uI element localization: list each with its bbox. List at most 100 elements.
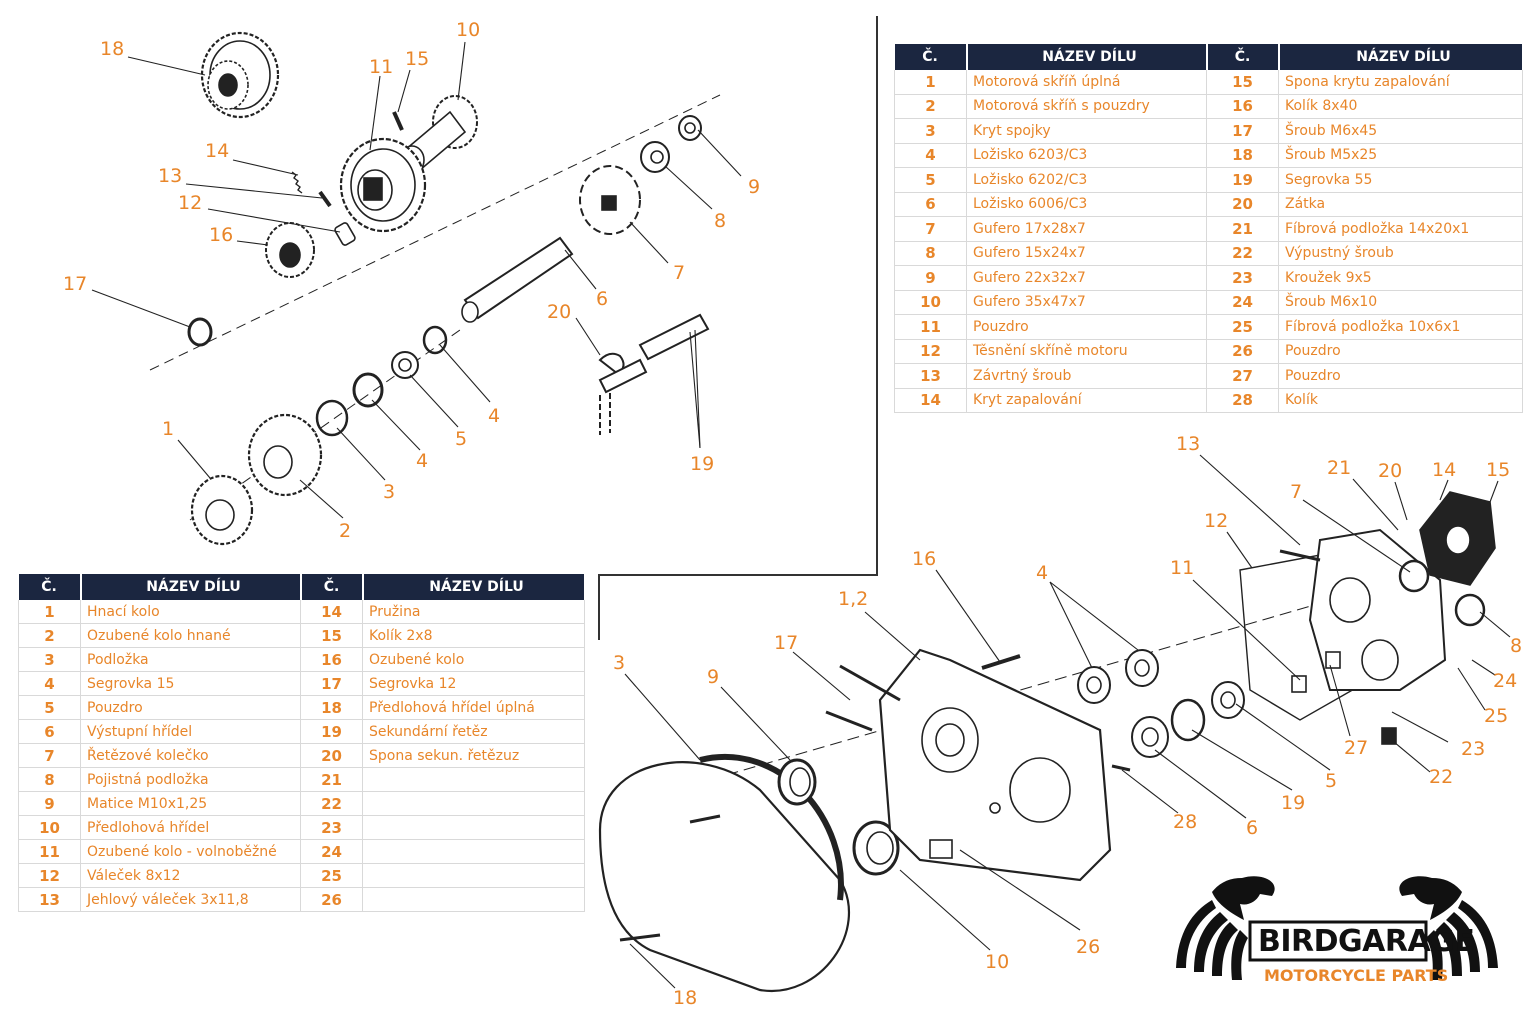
part-number: 11 [894,314,967,340]
callout-gearbox-8: 8 [714,210,726,232]
part-number: 15 [1206,70,1279,95]
part-name: Segrovka 55 [1278,167,1523,193]
part-number: 3 [894,118,967,144]
callout-gearbox-11: 11 [369,56,393,78]
ignition-cover-14-drawing [1419,491,1496,586]
part-number: 8 [18,767,81,792]
callout-gearbox-18: 18 [100,38,124,60]
part-name: Gufero 17x28x7 [966,216,1207,242]
part-name: Pouzdro [966,314,1207,340]
part-number: 10 [894,290,967,315]
logo-subtitle: MOTORCYCLE PARTS [1264,966,1449,985]
logo-title: BIRDGARAGE [1258,924,1475,959]
engine-callouts: 13 21 20 14 15 7 12 11 16 4 1,2 17 3 9 8… [613,433,1522,1009]
part-name: Ložisko 6006/C3 [966,192,1207,217]
part-number: 27 [1206,363,1279,389]
callout-gearbox-10: 10 [456,19,480,41]
callout-gearbox-16: 16 [209,224,233,246]
part-number: 6 [894,192,967,217]
part-number: 1 [18,600,81,624]
part-name: Šroub M6x10 [1278,290,1523,315]
callout-engine-24: 24 [1493,670,1517,692]
part-name: Předlohová hřídel úplná [362,695,585,720]
callout-engine-18: 18 [673,987,697,1009]
callout-gearbox-17: 17 [63,273,87,295]
part-name: Motorová skříň úplná [966,70,1207,95]
callout-gearbox-5: 5 [455,428,467,450]
part-name [362,767,585,792]
part-number: 17 [1206,118,1279,144]
part-name: Ložisko 6203/C3 [966,143,1207,168]
gearbox-callouts: 18 11 15 10 14 13 12 16 17 9 8 7 6 20 5 … [63,19,760,542]
part-name: Váleček 8x12 [80,863,301,888]
part-number: 9 [18,791,81,816]
part-number: 9 [894,265,967,291]
part-name: Fíbrová podložka 10x6x1 [1278,314,1523,340]
part-number: 7 [18,743,81,768]
part-number: 22 [300,791,363,816]
part-number: 2 [894,94,967,119]
callout-engine-19: 19 [1281,792,1305,814]
part-number: 18 [300,695,363,720]
part-name: Závrtný šroub [966,363,1207,389]
header-part-name: NÁZEV DÍLU [80,574,302,600]
callout-engine-26: 26 [1076,936,1100,958]
part-number: 16 [300,647,363,672]
callout-gearbox-20: 20 [547,301,571,323]
sprocket-7-drawing [579,165,641,235]
header-part-name: NÁZEV DÍLU [1278,44,1524,70]
part-number: 24 [1206,290,1279,315]
part-number: 18 [1206,143,1279,168]
part-name: Pouzdro [1278,339,1523,364]
callout-engine-5: 5 [1325,770,1337,792]
part-name: Gufero 15x24x7 [966,241,1207,266]
eagle-icon [1176,876,1498,980]
callout-engine-13: 13 [1176,433,1200,455]
part-number: 13 [18,887,81,912]
callout-engine-25: 25 [1484,705,1508,727]
part-number: 25 [1206,314,1279,340]
part-number: 13 [894,363,967,389]
part-name: Kryt zapalování [966,388,1207,413]
engine-case-drawing [598,454,1511,993]
part-name: Spona krytu zapalování [1278,70,1523,95]
part-name [362,839,585,864]
part-number: 26 [1206,339,1279,364]
part-name: Pojistná podložka [80,767,301,792]
part-name: Předlohová hřídel [80,815,301,840]
callout-gearbox-6: 6 [596,288,608,310]
bearing-4-drawing [1077,649,1159,704]
part-name: Šroub M6x45 [1278,118,1523,144]
part-number: 24 [300,839,363,864]
part-name: Podložka [80,647,301,672]
gear-18-drawing [200,31,280,119]
part-number: 5 [894,167,967,193]
part-number: 28 [1206,388,1279,413]
callout-gearbox-4b: 4 [416,450,428,472]
part-number: 14 [300,600,363,624]
callout-engine-27: 27 [1344,737,1368,759]
part-name: Kolík 2x8 [362,623,585,648]
part-number: 12 [18,863,81,888]
part-name: Ložisko 6202/C3 [966,167,1207,193]
part-number: 4 [894,143,967,168]
callout-engine-21: 21 [1327,457,1351,479]
part-number: 1 [894,70,967,95]
part-number: 19 [300,719,363,744]
part-name [362,887,585,912]
part-name: Pružina [362,600,585,624]
callout-engine-9: 9 [707,666,719,688]
chain-19-drawing [598,313,710,435]
part-name: Sekundární řetěz [362,719,585,744]
callout-gearbox-7: 7 [673,262,685,284]
